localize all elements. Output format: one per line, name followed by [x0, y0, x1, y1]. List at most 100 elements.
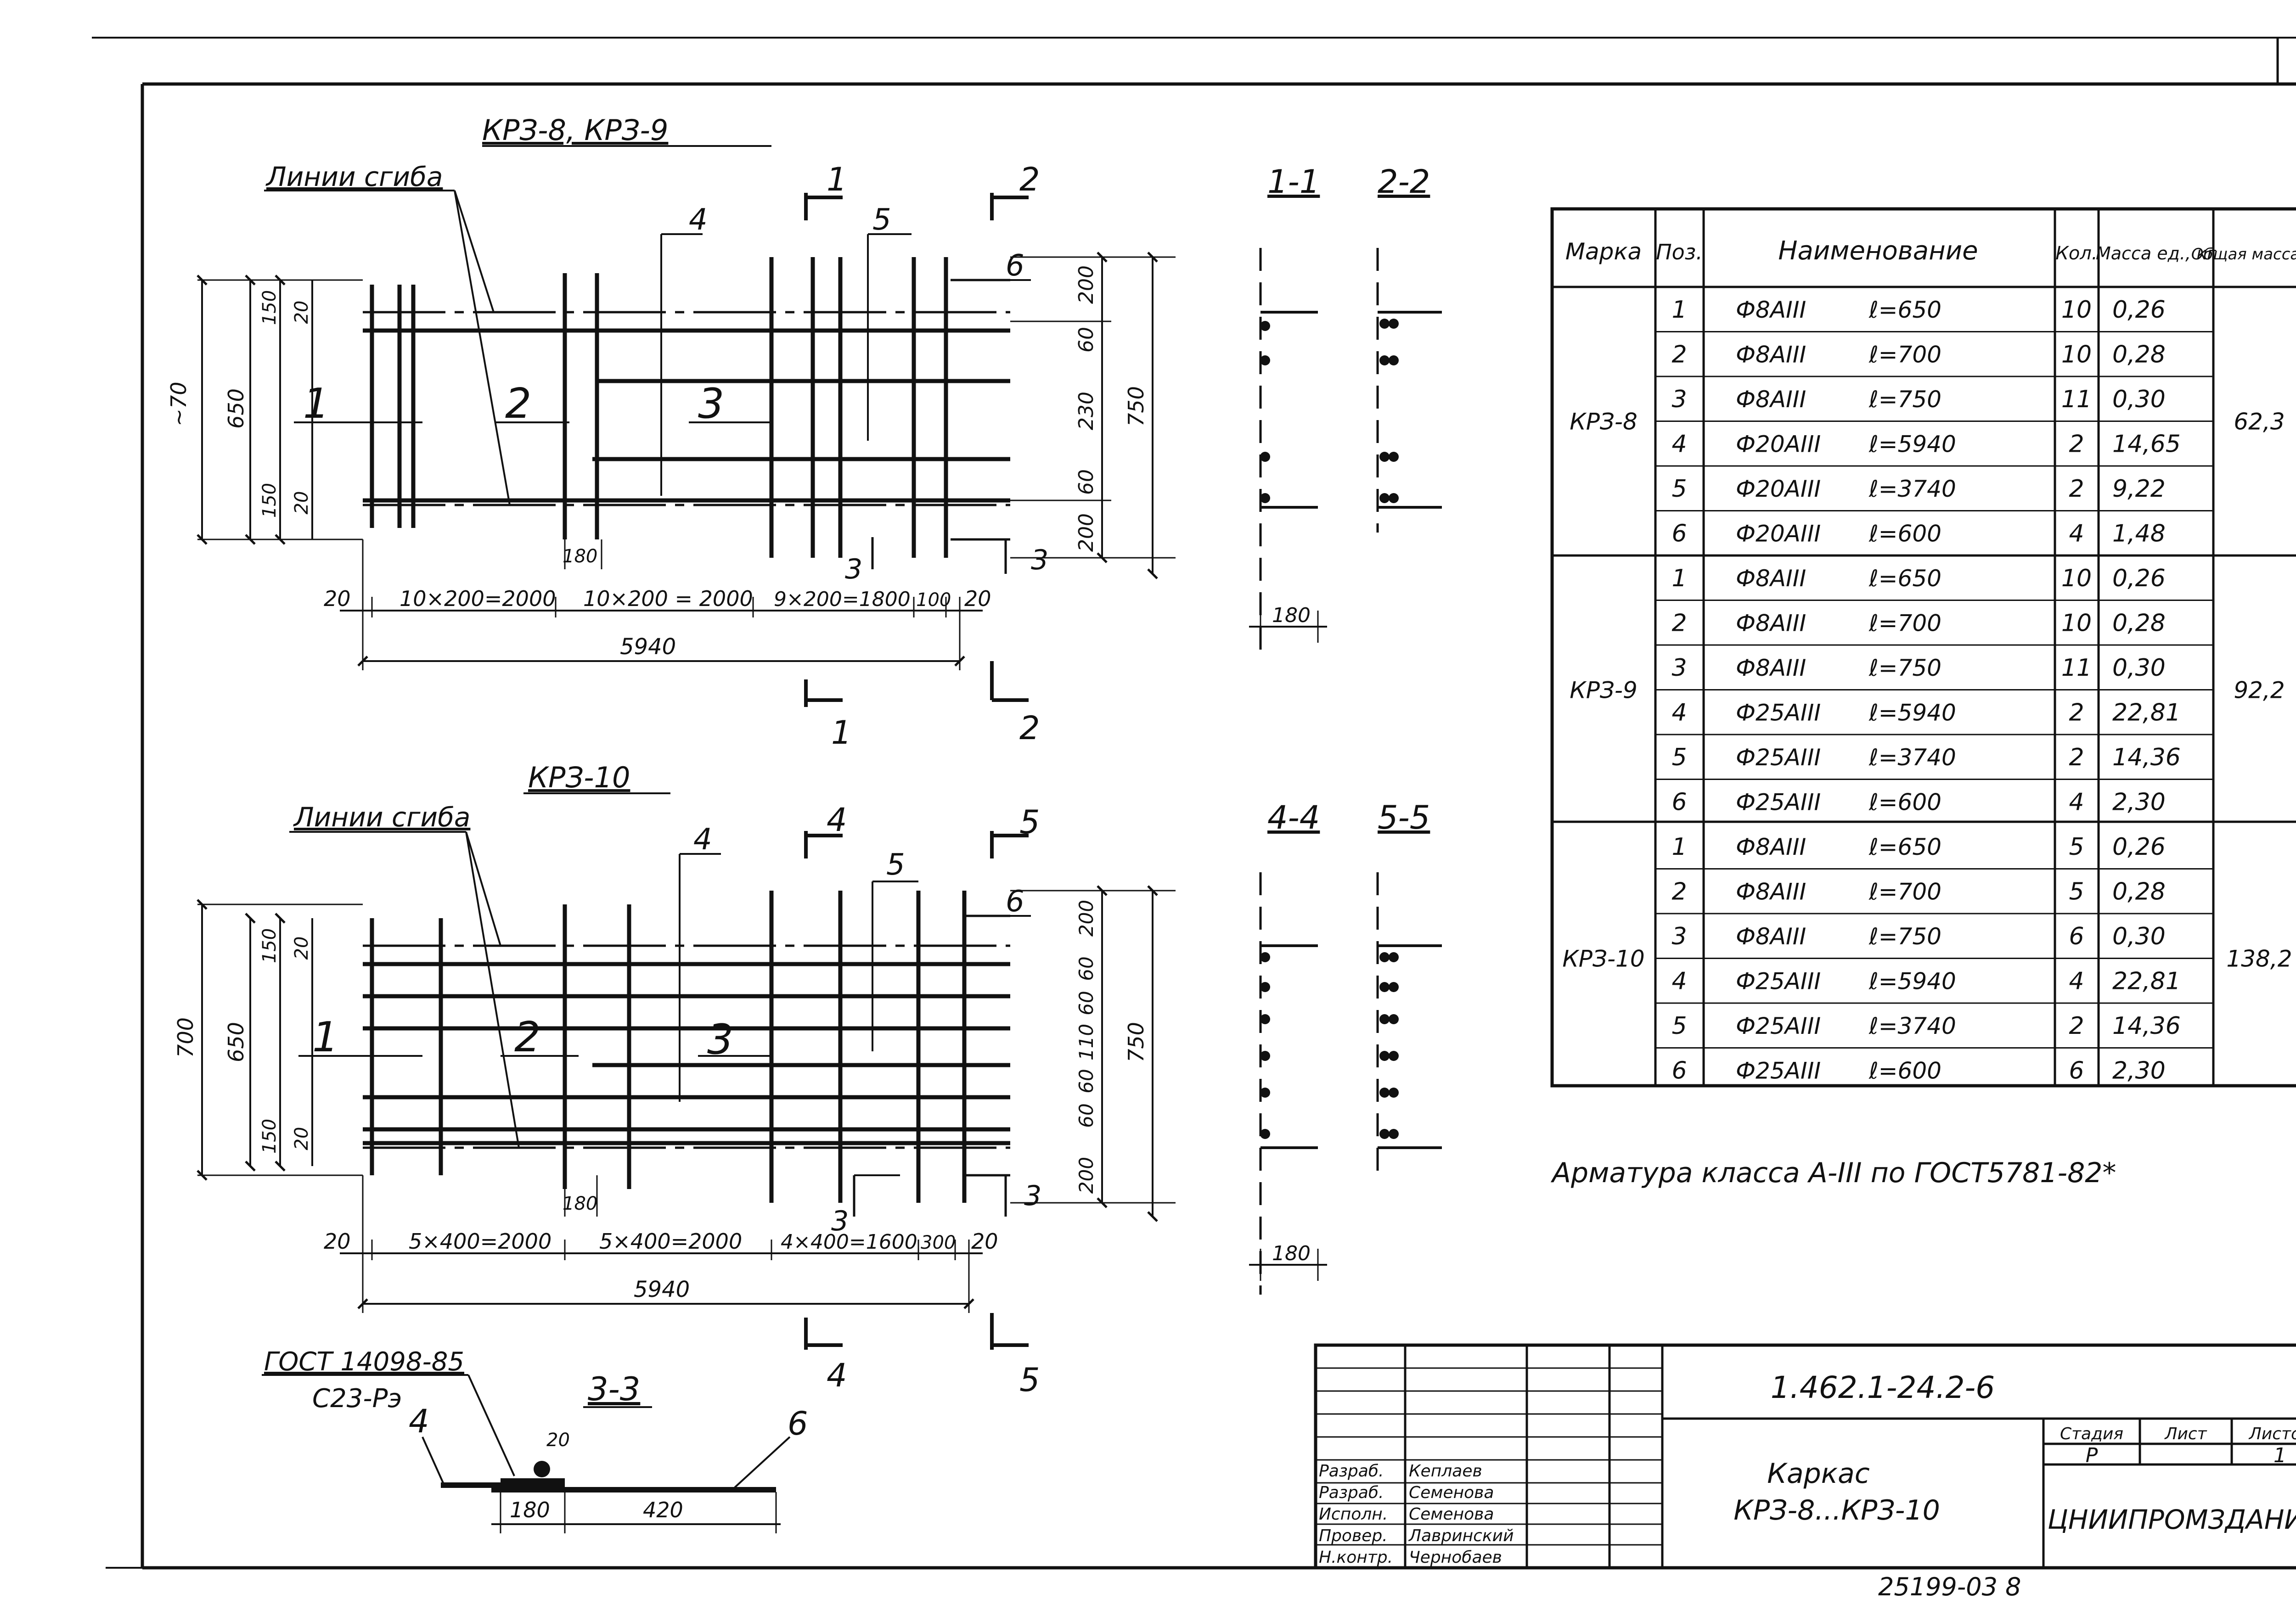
table-cell-mass: 14,36	[2112, 744, 2181, 771]
table-cell-name: Ф8АIII	[1736, 565, 1806, 592]
gost-label: ГОСТ 14098-85	[264, 1347, 464, 1377]
title-block-role: Исполн.	[1319, 1505, 1388, 1524]
table-cell-mass: 14,36	[2112, 1012, 2181, 1040]
drawing-name: КРЗ-8...КРЗ-10	[1733, 1494, 1940, 1526]
section-4-4: 4-4 180	[1249, 799, 1327, 1295]
table-cell-qty: 5	[2069, 878, 2084, 905]
section-1-1: 1-1 180	[1249, 163, 1327, 652]
section-mark: 3	[1031, 544, 1048, 576]
section-mark: 1	[827, 161, 847, 198]
dimension: 200	[1075, 900, 1097, 937]
dimension: 20	[291, 491, 312, 515]
table-cell-mass: 0,28	[2112, 878, 2166, 905]
organization: ЦНИИПРОМЗДАНИЙ	[2048, 1504, 2296, 1535]
detail-title: 3-3	[588, 1370, 640, 1408]
table-cell-name: Ф8АIII	[1736, 923, 1806, 950]
title-block-person: Кеплаев	[1409, 1462, 1482, 1481]
dimension: 4×400=1600	[781, 1230, 917, 1254]
dimension: 150	[259, 928, 280, 963]
section-mark: 2	[1019, 709, 1040, 747]
dimension: 650	[224, 1022, 248, 1062]
table-mark-cell: КРЗ-9	[1570, 677, 1638, 704]
section-mark: 4	[827, 1357, 847, 1394]
table-cell-qty: 2	[2069, 475, 2084, 503]
dimension: 5×400=2000	[409, 1229, 551, 1254]
table-total-cell: 92,2	[2234, 677, 2285, 704]
title-block-role: Н.контр.	[1319, 1548, 1393, 1567]
table-cell-name: Ф8АIII	[1736, 610, 1806, 636]
drawing-krz8-krz9: КРЗ-8, КРЗ-9 Линии сгиба	[166, 113, 1176, 752]
table-cell-pos: 6	[1671, 788, 1687, 816]
table-cell-len: ℓ=700	[1868, 341, 1941, 368]
table-cell-name: Ф25АIII	[1736, 699, 1821, 726]
table-cell-len: ℓ=5940	[1868, 431, 1956, 457]
table-cell-qty: 4	[2069, 788, 2084, 816]
table-cell-qty: 11	[2061, 654, 2092, 682]
table-cell-name: Ф8АIII	[1736, 655, 1806, 681]
table-cell-mass: 22,81	[2112, 699, 2181, 726]
table-cell-pos: 5	[1671, 1012, 1687, 1040]
dimension: 110	[1075, 1024, 1097, 1060]
table-header: Кол.	[2055, 243, 2097, 264]
dimension: 200	[1075, 1157, 1097, 1194]
position-label: 6	[1006, 885, 1024, 919]
section-title: 5-5	[1378, 799, 1430, 836]
weld-label: С23-Рэ	[312, 1384, 402, 1414]
drawing-krz10: КРЗ-10 Линии сгиба	[173, 761, 1176, 1399]
drawing-title: КРЗ-8, КРЗ-9	[482, 113, 668, 147]
title-block-person: Семенова	[1409, 1483, 1494, 1502]
table-cell-len: ℓ=650	[1868, 834, 1941, 860]
section-2-2: 2-2	[1376, 163, 1442, 533]
table-cell-qty: 4	[2069, 967, 2084, 995]
dimension: 650	[224, 388, 248, 429]
table-cell-name: Ф8АIII	[1736, 386, 1806, 413]
table-cell-len: ℓ=5940	[1868, 968, 1956, 994]
document-code: 1.462.1-24.2-6	[1771, 1370, 1995, 1405]
table-cell-qty: 5	[2069, 833, 2084, 861]
dimension: 20	[971, 1229, 998, 1254]
drawing-title: КРЗ-10	[528, 761, 630, 794]
table-header: Наименование	[1778, 236, 1978, 266]
table-cell-mass: 22,81	[2112, 967, 2181, 995]
dimension: 200	[1075, 513, 1098, 552]
stage-label: Стадия	[2060, 1425, 2123, 1443]
dimension: ~70	[166, 382, 191, 426]
table-cell-qty: 2	[2069, 744, 2084, 771]
dimension: 10×200 = 2000	[583, 586, 753, 611]
table-cell-mass: 2,30	[2112, 788, 2166, 816]
position-label: 6	[788, 1405, 808, 1442]
dimension: 180	[510, 1498, 550, 1522]
section-title: 4-4	[1267, 799, 1320, 836]
reinforcement-note: Арматура класса А-III по ГОСТ5781-82*	[1550, 1157, 2116, 1189]
table-cell-mass: 9,22	[2112, 475, 2166, 503]
table-total-cell: 138,2	[2226, 946, 2292, 972]
drawing-name: Каркас	[1767, 1458, 1869, 1490]
table-cell-mass: 14,65	[2112, 430, 2181, 458]
dimension: 60	[1075, 991, 1097, 1015]
table-cell-qty: 11	[2061, 386, 2092, 413]
table-cell-mass: 2,30	[2112, 1057, 2166, 1084]
table-cell-pos: 3	[1671, 386, 1687, 413]
position-label: 3	[698, 380, 724, 428]
position-label: 4	[693, 823, 712, 857]
title-block: 1.462.1-24.2-6 Каркас КРЗ-8...КРЗ-10 Ста…	[1314, 1343, 2296, 1570]
dimension: 9×200=1800	[774, 588, 911, 611]
table-cell-len: ℓ=700	[1868, 610, 1941, 636]
table-cell-mass: 1,48	[2112, 520, 2166, 547]
position-label: 2	[505, 380, 531, 428]
table-cell-qty: 2	[2069, 699, 2084, 726]
section-mark: 1	[831, 714, 852, 752]
title-block-role: Разраб.	[1319, 1483, 1384, 1502]
title-block-person: Лавринский	[1408, 1526, 1514, 1545]
table-cell-len: ℓ=3740	[1868, 744, 1956, 771]
dimension: 180	[1272, 604, 1311, 627]
table-cell-len: ℓ=3740	[1868, 476, 1956, 502]
dimension: 150	[259, 483, 280, 518]
table-cell-len: ℓ=700	[1868, 878, 1941, 905]
table-cell-pos: 6	[1671, 1057, 1687, 1084]
table-cell-mass: 0,30	[2112, 654, 2166, 682]
table-cell-qty: 10	[2061, 341, 2092, 368]
table-cell-name: Ф20АIII	[1736, 431, 1821, 457]
section-mark: 2	[1019, 161, 1040, 198]
